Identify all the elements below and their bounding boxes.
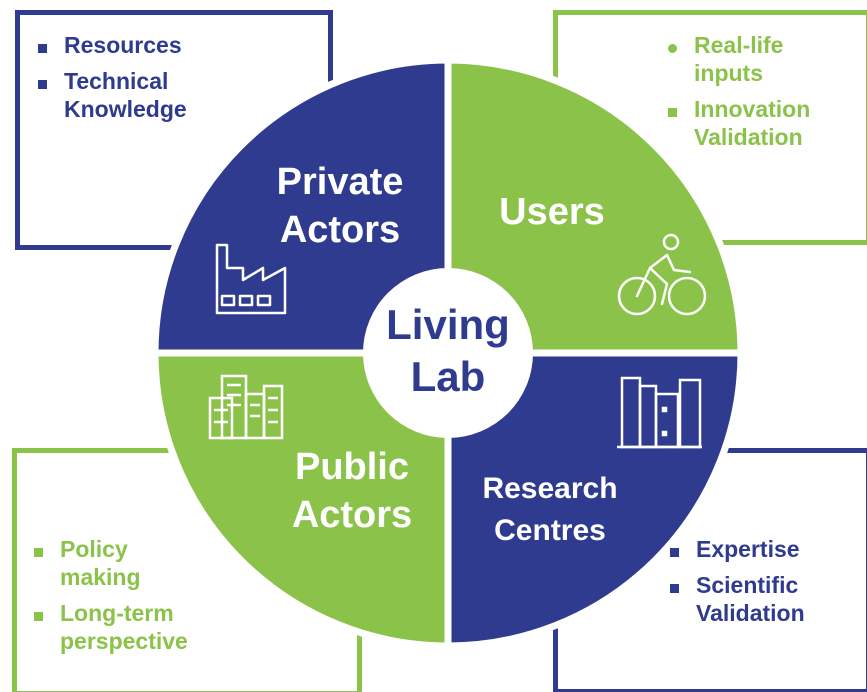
bullet-square-icon [670, 548, 679, 557]
bullet-square-icon [668, 108, 677, 117]
cyclist-icon [617, 233, 707, 316]
research-centres-label-line1: Research [482, 472, 618, 505]
private-actors-list: Resources Technical Knowledge [36, 31, 276, 131]
bullet-square-icon [38, 44, 47, 53]
list-item: Innovation Validation [666, 95, 867, 151]
research-centres-label: Research Centres [465, 468, 635, 552]
list-item: Policy making [32, 535, 190, 591]
bullet-square-icon [38, 80, 47, 89]
private-actors-segment [151, 56, 452, 357]
research-centres-list: Expertise Scientific Validation [668, 535, 853, 635]
list-item: Resources [36, 31, 276, 59]
list-item-text: Policy making [60, 536, 141, 590]
private-actors-label-line1: Private [276, 161, 404, 203]
list-item: Real-life inputs [666, 31, 824, 87]
research-centres-segment [444, 349, 745, 650]
public-actors-label-line1: Public [294, 446, 410, 488]
center-label: Living Lab [368, 299, 528, 403]
list-item: Long-term perspective [32, 599, 260, 655]
users-label: Users [482, 188, 622, 236]
list-item-text: Technical Knowledge [64, 68, 187, 122]
list-item-text: Long-term perspective [60, 600, 188, 654]
center-circle [363, 268, 533, 438]
public-actors-label-line2: Actors [291, 494, 413, 536]
private-actors-label-line2: Actors [279, 209, 401, 251]
bullet-square-icon [670, 584, 679, 593]
list-item: Technical Knowledge [36, 67, 254, 123]
private-actors-label: Private Actors [250, 158, 430, 254]
list-item-text: Expertise [696, 536, 800, 562]
public-actors-list: Policy making Long-term perspective [32, 535, 232, 663]
public-actors-segment [151, 349, 452, 650]
center-label-line2: Lab [410, 353, 486, 400]
list-item: Expertise [668, 535, 853, 563]
buildings-icon [208, 374, 284, 440]
users-segment [444, 56, 745, 357]
users-label-line1: Users [499, 191, 605, 233]
factory-icon [215, 243, 287, 315]
public-actors-label: Public Actors [262, 443, 442, 539]
list-item-text: Real-life inputs [694, 32, 784, 86]
center-label-line1: Living [386, 301, 510, 348]
list-item-text: Scientific Validation [696, 572, 805, 626]
research-centres-label-line2: Centres [494, 514, 606, 547]
bullet-square-icon [34, 548, 43, 557]
list-item-text: Innovation Validation [694, 96, 811, 150]
books-icon [617, 376, 702, 449]
bullet-square-icon [34, 612, 43, 621]
users-list: Real-life inputs Innovation Validation [666, 31, 856, 159]
bullet-dot-icon [668, 44, 677, 53]
list-item-text: Resources [64, 32, 182, 58]
list-item: Scientific Validation [668, 571, 866, 627]
